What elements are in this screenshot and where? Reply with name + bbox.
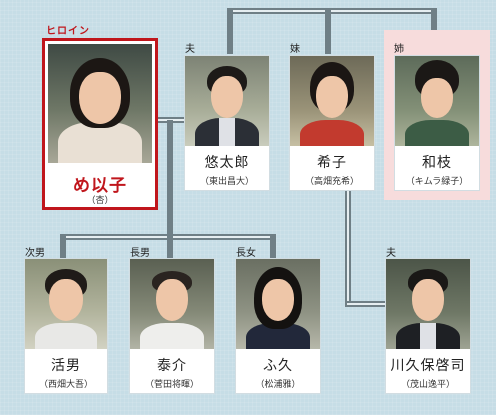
- eldest-daughter-label: 長女: [236, 248, 256, 259]
- character-actor-taisuke: （菅田将暉）: [144, 380, 199, 390]
- connector-top-mid-down: [325, 8, 331, 54]
- character-photo-kawakubo: [386, 259, 470, 349]
- older-sister-label: 姉: [394, 44, 404, 55]
- character-photo-taisuke: [130, 259, 214, 349]
- character-name-meiko: め以子: [73, 176, 127, 196]
- connector-top-left-down: [227, 8, 233, 54]
- character-card-yutaro[interactable]: 悠太郎 （東出昌大）: [184, 55, 270, 191]
- eldest-son-label: 長男: [130, 248, 150, 259]
- connector-child-2: [167, 234, 173, 258]
- character-photo-kiko: [290, 56, 374, 146]
- character-actor-meiko: （杏）: [86, 196, 114, 206]
- character-name-kazue: 和枝: [422, 155, 452, 171]
- character-card-meiko[interactable]: め以子 （杏）: [42, 38, 158, 210]
- character-card-kiko[interactable]: 希子 （高畑充希）: [289, 55, 375, 191]
- character-card-kazue[interactable]: 和枝 （キムラ緑子）: [394, 55, 480, 191]
- character-photo-kazue: [395, 56, 479, 146]
- connector-children-trunk: [167, 120, 173, 238]
- connector-child-3: [270, 234, 276, 258]
- character-photo-yutaro: [185, 56, 269, 146]
- character-name-fuku: ふ久: [263, 358, 293, 374]
- kiko-husband-label: 夫: [386, 248, 396, 259]
- character-name-kawakubo: 川久保啓司: [390, 358, 466, 374]
- character-name-taisuke: 泰介: [157, 358, 187, 374]
- character-card-kawakubo[interactable]: 川久保啓司 （茂山逸平）: [385, 258, 471, 394]
- character-card-fuku[interactable]: ふ久 （松浦雅）: [235, 258, 321, 394]
- character-actor-katsuo: （西畑大吾）: [38, 380, 93, 390]
- character-actor-yutaro: （東出昌大）: [199, 177, 254, 187]
- husband-label: 夫: [185, 44, 195, 55]
- younger-sister-label: 妹: [290, 44, 300, 55]
- character-card-taisuke[interactable]: 泰介 （菅田将暉）: [129, 258, 215, 394]
- connector-kiko-husband-inner: [347, 303, 385, 305]
- character-photo-fuku: [236, 259, 320, 349]
- character-name-yutaro: 悠太郎: [204, 155, 250, 171]
- heroine-label: ヒロイン: [46, 26, 90, 37]
- second-son-label: 次男: [25, 248, 45, 259]
- character-photo-katsuo: [25, 259, 107, 349]
- character-actor-kazue: （キムラ緑子）: [405, 177, 469, 187]
- character-name-katsuo: 活男: [51, 358, 81, 374]
- character-actor-kiko: （高畑充希）: [304, 177, 359, 187]
- character-name-kiko: 希子: [317, 155, 347, 171]
- connector-top-horizontal-inner: [230, 10, 434, 12]
- character-actor-fuku: （松浦雅）: [255, 380, 301, 390]
- character-photo-meiko: [48, 44, 152, 163]
- character-actor-kawakubo: （茂山逸平）: [400, 380, 455, 390]
- connector-child-1: [60, 234, 66, 258]
- character-card-katsuo[interactable]: 活男 （西畑大吾）: [24, 258, 108, 394]
- connector-kiko-down-inner: [347, 190, 349, 304]
